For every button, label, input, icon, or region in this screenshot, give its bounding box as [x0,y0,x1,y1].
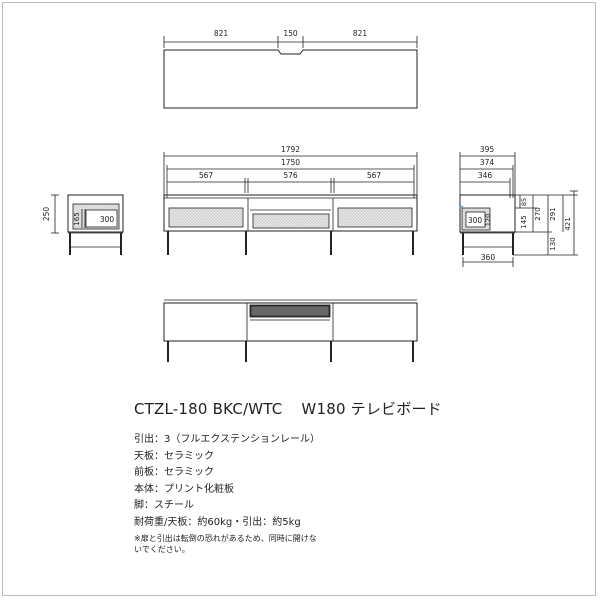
front-view [163,152,418,255]
dim-side-inner-height: 270 [534,207,542,220]
dim-side-depth-overall: 395 [480,145,495,154]
product-model: CTZL-180 BKC/WTC [134,400,283,418]
spec-item: 前板：セラミック [134,467,214,478]
dim-top-right: 821 [353,29,368,38]
dim-side-body-height: 145 [520,215,528,228]
product-title: CTZL-180 BKC/WTC W180 テレビボード [134,398,442,419]
dim-top-center: 150 [283,29,298,38]
dim-side-leg-span: 360 [481,253,496,262]
dim-front-right: 567 [367,171,382,180]
dim-small-side-height: 250 [42,207,51,222]
product-name: W180 テレビボード [301,400,442,418]
spec-item: 天板：セラミック [134,450,214,462]
dim-side-top-gap: 85 [520,198,528,206]
dim-small-side-drawer-depth: 300 [100,215,115,224]
dim-front-inner: 1750 [281,158,300,167]
spec-list: 引出：3（フルエクステンションレール） 天板：セラミック 前板：セラミック 本体… [134,432,320,531]
dim-side-drawer-height: 120 [484,214,492,226]
spec-item: 本体：プリント化粧板 [134,483,234,495]
dim-side-mid-height: 291 [549,207,557,220]
spec-item: 耐荷重/天板：約60kg・引出：約5kg [134,516,301,528]
dim-side-leg-height: 130 [549,237,557,250]
small-side-view [51,194,124,255]
top-view [163,36,418,109]
dim-front-left: 567 [199,171,214,180]
dim-front-center: 576 [283,171,298,180]
caution-note: ※扉と引出は転倒の恐れがあるため、同時に開けないでください。 [134,534,317,554]
spec-item: 引出：3（フルエクステンションレール） [134,434,321,445]
spec-item: 脚：スチール [134,500,194,511]
dim-front-overall: 1792 [281,145,300,154]
dim-small-side-drawer-height: 165 [73,212,81,225]
dim-side-total-height: 421 [564,217,572,230]
dim-top-left: 821 [214,29,229,38]
dim-side-depth-drawer: 346 [478,171,493,180]
dim-side-drawer-depth: 300 [468,216,483,225]
front-view-closed [163,299,418,362]
dim-side-depth-inner: 374 [480,158,495,167]
side-view [459,152,578,267]
